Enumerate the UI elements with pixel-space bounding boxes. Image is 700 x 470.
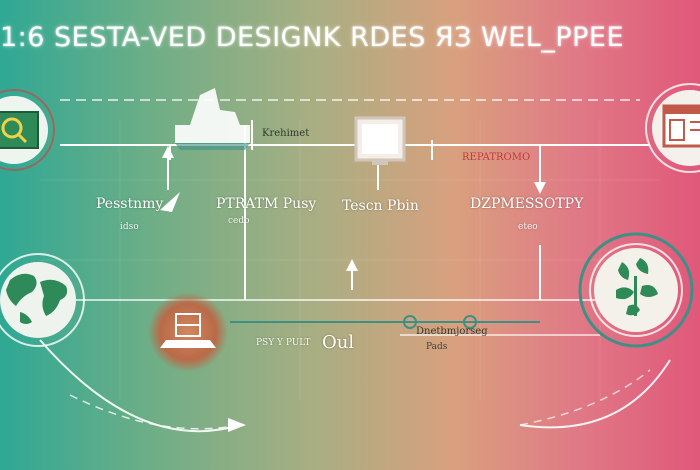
bottom-left-arc — [39, 339, 241, 433]
arrow-left-diagonal — [160, 192, 180, 212]
search-window-icon — [0, 111, 39, 149]
ship-node[interactable] — [175, 88, 250, 150]
node1-sub-label: idso — [120, 222, 139, 232]
bottom-right-arc — [519, 359, 671, 429]
bottom-right-arc-dashed — [519, 369, 651, 426]
laptop-icon — [160, 313, 216, 348]
node2-label: PTRATM Pusy — [216, 196, 317, 212]
laptop-node[interactable] — [148, 292, 228, 372]
bottom-right-sub-label: Pads — [426, 342, 448, 352]
node3-label: Tescn Pbin — [342, 198, 419, 214]
node4-label: DZPMESSOTPY — [470, 196, 584, 212]
top-flow-label: Krehimet — [262, 128, 310, 139]
bottom-arc-arrow — [228, 418, 246, 432]
computer-monitor-icon — [354, 116, 406, 165]
world-map-icon — [6, 273, 68, 324]
node4-sub-label: eteo — [518, 222, 538, 232]
botanical-node[interactable] — [578, 232, 694, 348]
bottom-right-label: Dnetbmjorseg — [416, 326, 488, 337]
node2-sub-label: cedo — [228, 216, 250, 226]
flow-dots — [403, 315, 477, 329]
diagram-title: 1:6 SESTA-VED DESIGNK RDES ЯЗ WEL_PPEE — [0, 22, 625, 53]
search-node[interactable] — [0, 89, 55, 171]
background-grid — [40, 120, 660, 400]
bottom-left-arc-dashed — [69, 394, 241, 430]
bottom-brand-label: Oul — [322, 332, 355, 353]
browser-window-icon — [662, 104, 700, 148]
ship-silhouette-icon — [190, 88, 240, 125]
browser-node[interactable] — [645, 83, 700, 173]
world-map-node[interactable] — [0, 253, 85, 347]
right-flow-label: REPATROMO — [462, 152, 531, 163]
monitor-node[interactable] — [354, 116, 406, 165]
botanical-illustration-icon — [616, 258, 658, 316]
node1-label: Pesstnmy — [96, 196, 164, 212]
bottom-mid-label: PSY Y PULT — [256, 338, 311, 348]
